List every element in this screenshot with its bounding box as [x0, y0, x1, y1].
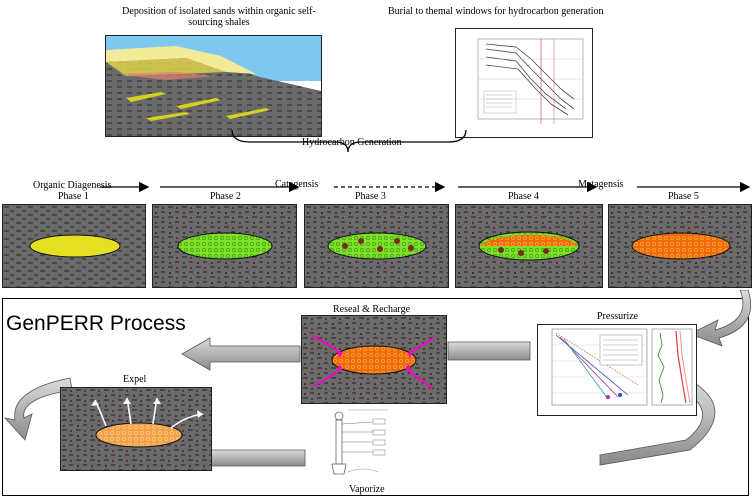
phase-4-label: Phase 4: [508, 191, 539, 202]
phase-timeline-arrows: [100, 181, 751, 193]
hydrocarbon-generation-label: Hydrocarbon Generation: [302, 137, 402, 148]
pressurize-label: Pressurize: [597, 311, 639, 322]
genperr-process-title: GenPERR Process: [6, 312, 186, 335]
phase-5-label: Phase 5: [668, 191, 699, 202]
phase-1-label: Phase 1: [58, 191, 89, 202]
metagensis-label: Metagensis: [578, 179, 624, 190]
pressurize-chart-image: [537, 324, 697, 416]
burial-history-chart-image: [455, 28, 593, 138]
genperr-process-box: [2, 298, 749, 496]
phase-1-panel: [2, 204, 146, 288]
expel-panel: [60, 387, 212, 471]
generation-bracket: [231, 129, 467, 153]
deposition-caption: Deposition of isolated sands within orga…: [122, 6, 316, 28]
burial-caption: Burial to themal windows for hydrocarbon…: [388, 6, 604, 17]
phase-2-label: Phase 2: [210, 191, 241, 202]
reseal-recharge-label: Reseal & Recharge: [333, 304, 411, 315]
phase-2-panel: [152, 204, 297, 288]
phase-4-panel: [455, 204, 603, 288]
organic-diagenesis-label: Organic Diagenesis: [33, 180, 112, 191]
vaporize-apparatus-image: [318, 402, 410, 482]
phase-3-label: Phase 3: [355, 191, 386, 202]
cycle-arrows: [3, 290, 752, 467]
vaporize-label: Vaporize: [349, 484, 385, 495]
phase-5-panel: [608, 204, 752, 288]
deposition-cross-section-image: [105, 35, 322, 137]
reseal-recharge-panel: [301, 315, 447, 404]
phase-3-panel: [304, 204, 449, 288]
expel-label: Expel: [123, 374, 147, 385]
